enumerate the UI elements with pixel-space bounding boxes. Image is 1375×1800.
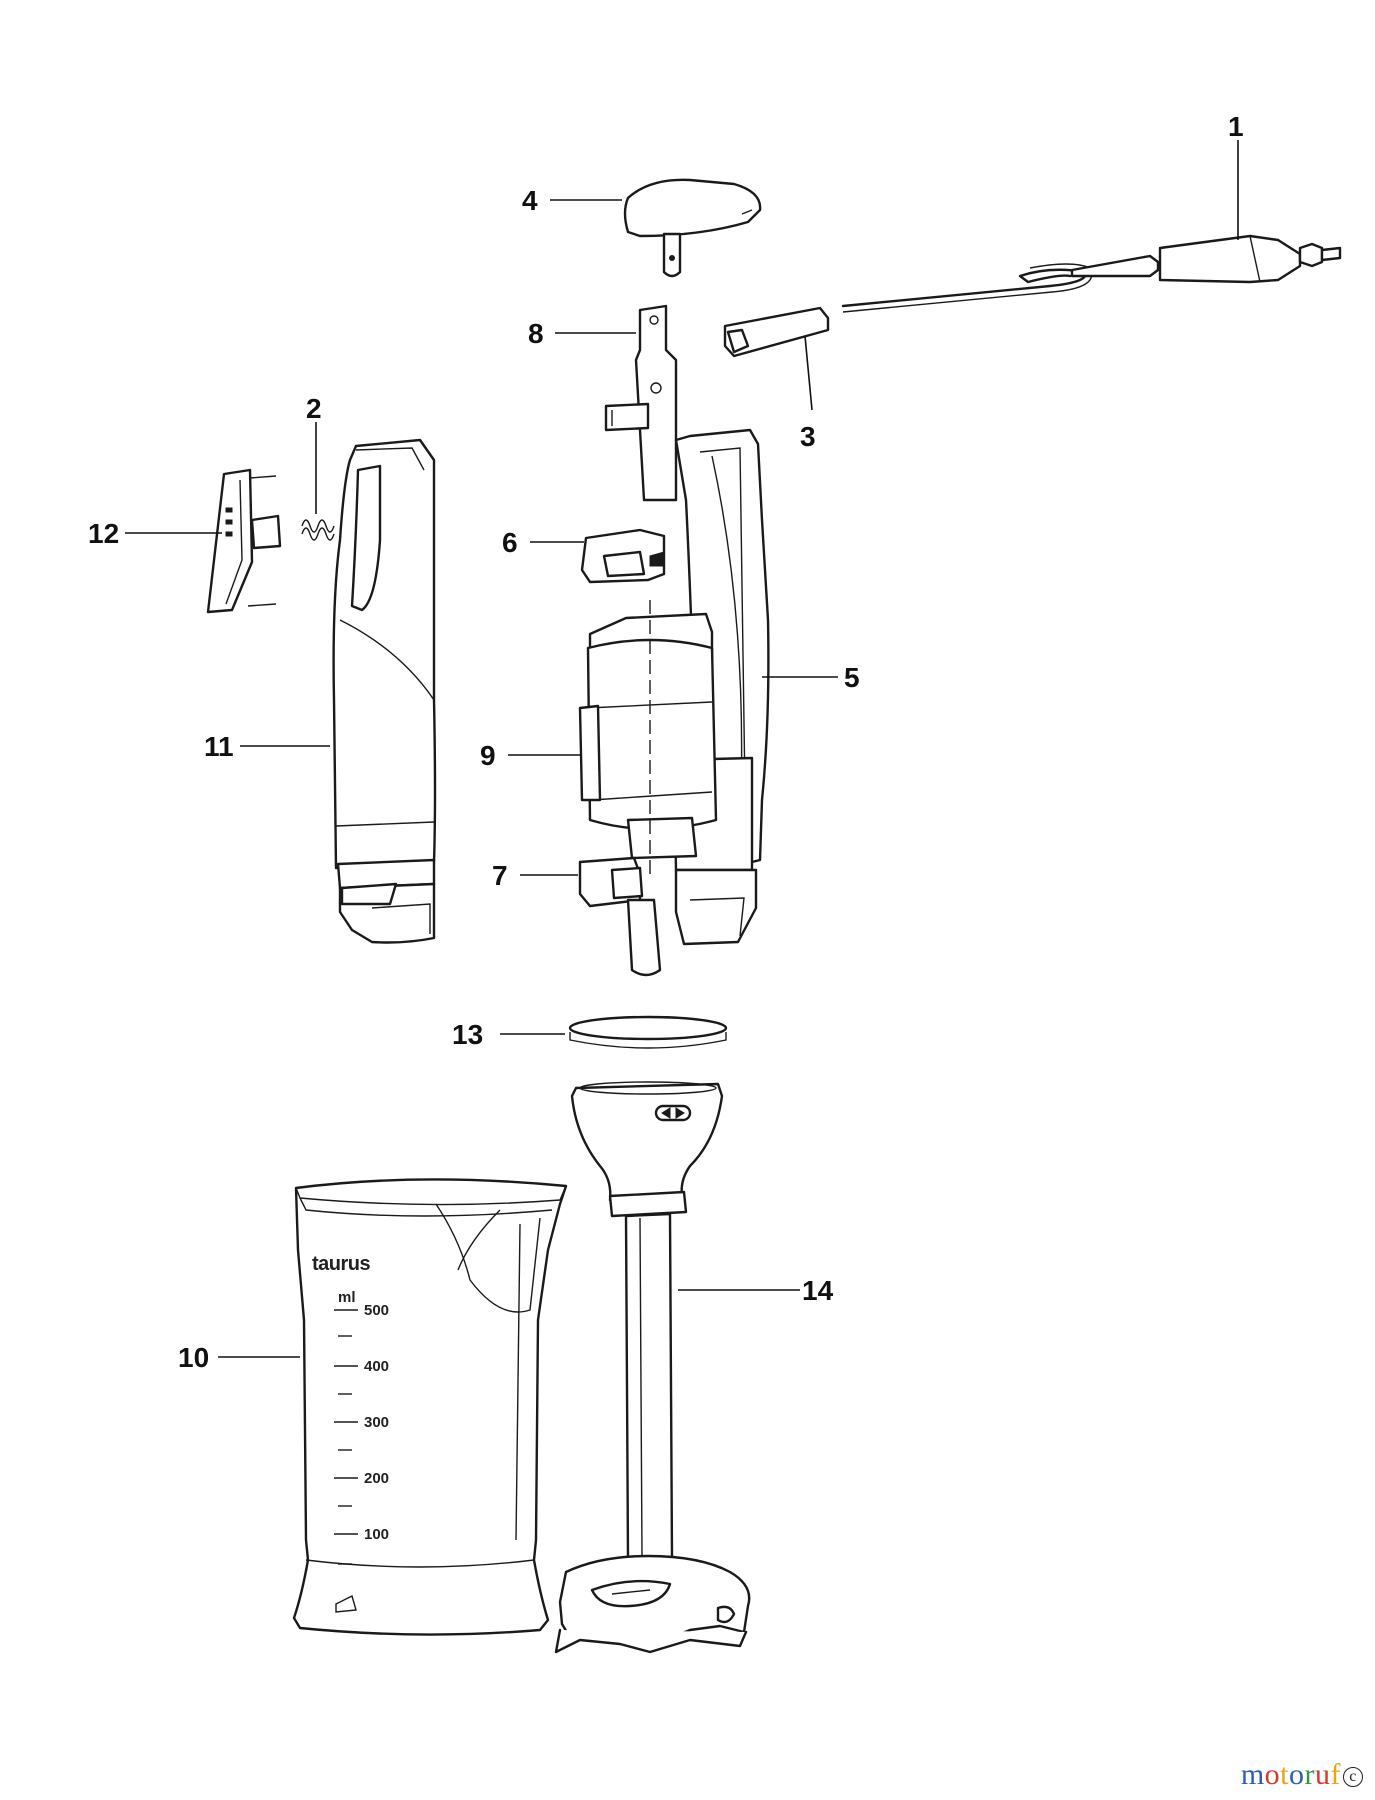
blender-foot-part [554,1081,751,1654]
wm-letter-3: o [1289,1758,1305,1791]
switch-button-part [206,468,282,614]
wm-letter-6: f [1330,1758,1341,1791]
spring-part [301,519,335,541]
callout-3: 3 [800,421,816,452]
lower-bracket-part [578,856,662,977]
measuring-jar-part: taurus ml 500 400 300 200 100 [292,1178,568,1636]
wm-letter-0: m [1240,1758,1265,1791]
switch-lever-part [604,304,678,502]
callout-14: 14 [802,1275,834,1306]
top-cap-part [623,178,762,278]
callout-8: 8 [528,318,544,349]
jar-mark-400: 400 [364,1358,389,1375]
power-cord-part [841,234,1342,313]
upper-bracket-part [580,528,666,584]
cord-sleeve-part [723,306,830,358]
wm-letter-2: t [1280,1758,1289,1791]
front-housing-part [332,438,437,944]
gasket-ring-part [568,1015,728,1049]
leader-3 [804,335,813,411]
callout-7: 7 [492,860,508,891]
motor-part [578,600,718,880]
wm-badge: c [1343,1767,1363,1788]
jar-brand-label: taurus [312,1253,371,1275]
wm-letter-4: r [1304,1758,1315,1791]
wm-letter-5: u [1315,1758,1331,1791]
jar-mark-200: 200 [364,1470,389,1487]
wm-letter-1: o [1264,1758,1281,1791]
jar-mark-500: 500 [364,1302,389,1319]
callout-1: 1 [1228,111,1244,142]
callout-6: 6 [502,527,518,558]
callout-2: 2 [306,393,322,424]
callout-4: 4 [522,185,538,216]
callout-12: 12 [88,518,119,549]
jar-unit-label: ml [338,1289,356,1306]
callout-10: 10 [178,1342,209,1373]
callout-5: 5 [844,662,860,693]
jar-mark-100: 100 [364,1526,389,1543]
callout-9: 9 [480,740,496,771]
jar-mark-300: 300 [364,1414,389,1431]
callout-11: 11 [204,731,234,762]
callout-13: 13 [452,1019,483,1050]
